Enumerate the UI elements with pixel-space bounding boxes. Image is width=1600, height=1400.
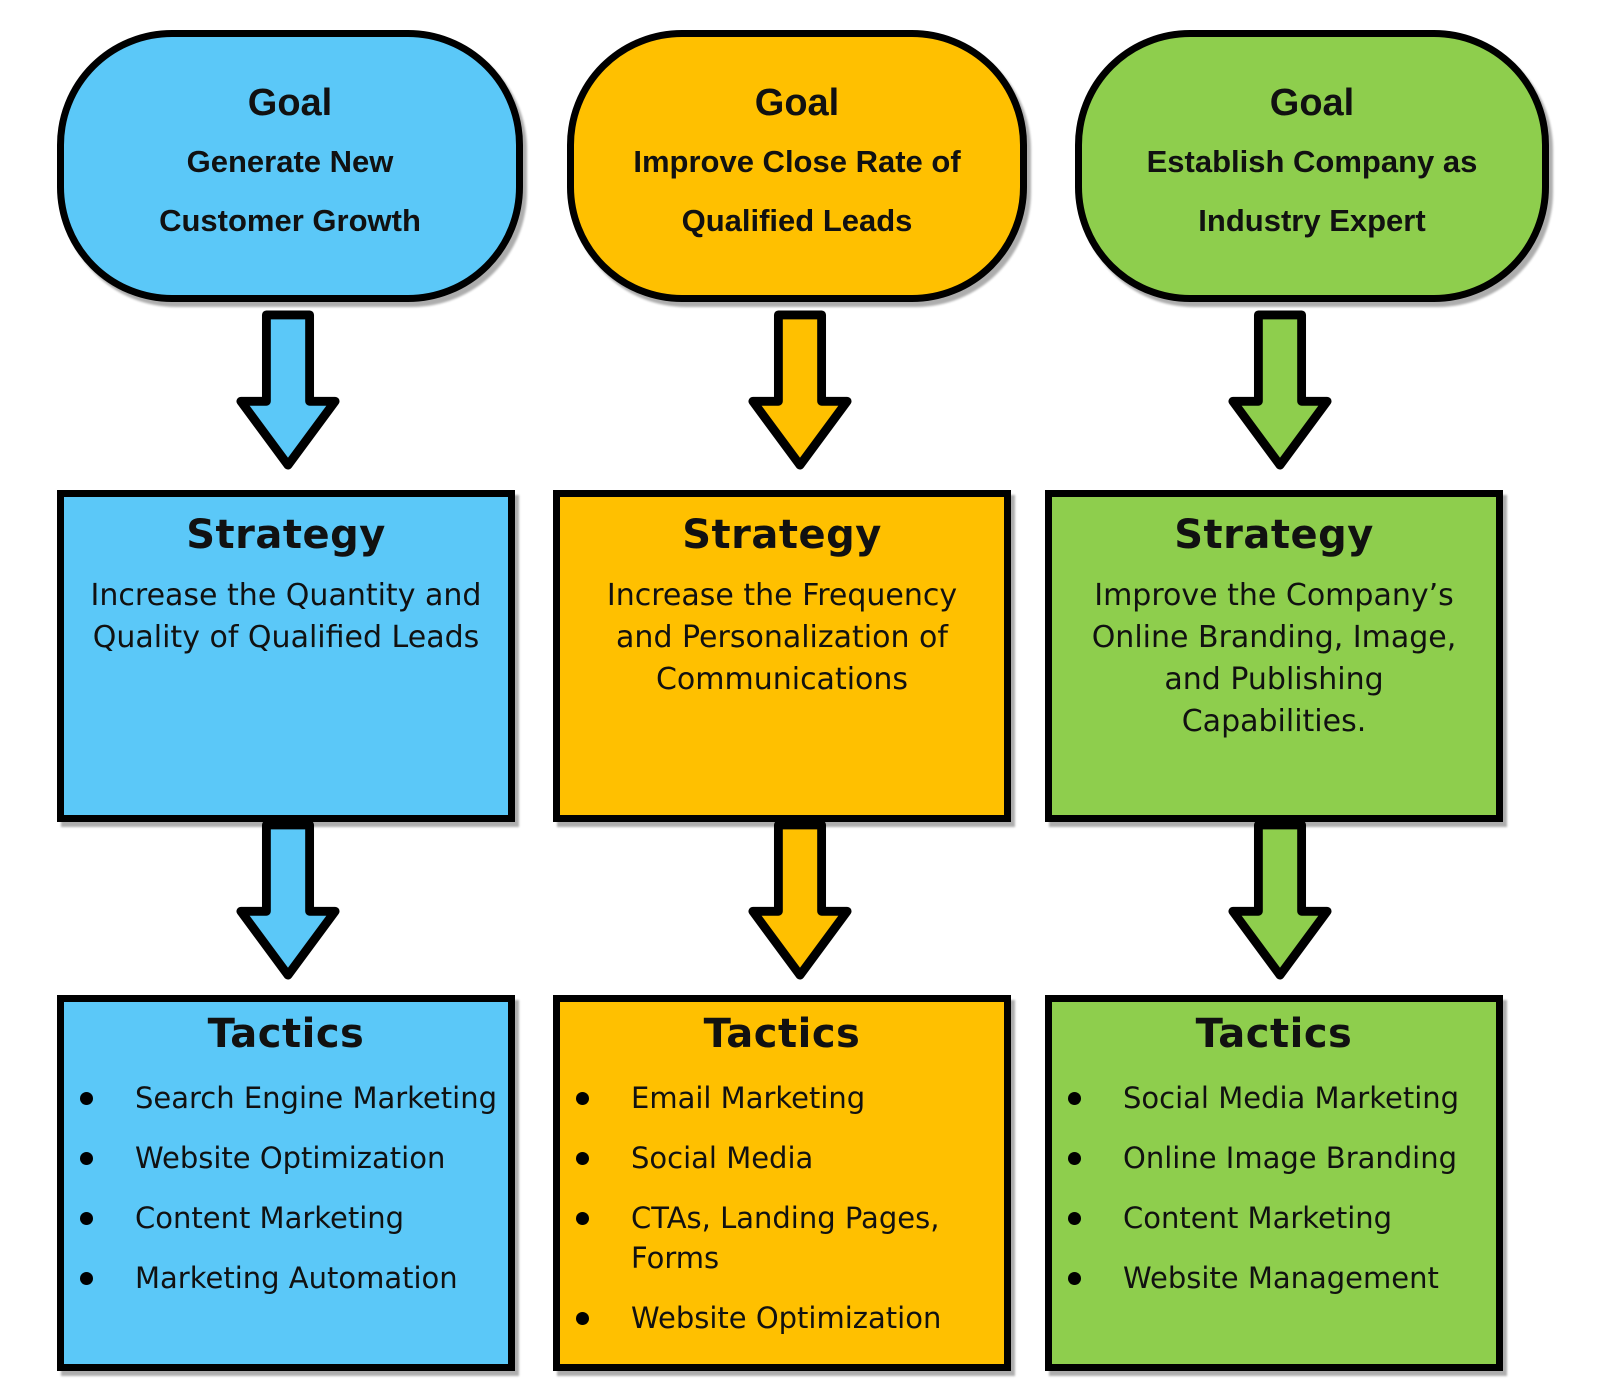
goal-to-strategy-arrow-icon (1228, 310, 1332, 470)
tactics-item-label: Website Management (1123, 1261, 1439, 1296)
tactics-item: Marketing Automation (80, 1258, 502, 1298)
strategy-title: Strategy (1174, 512, 1374, 558)
tactics-list: Search Engine Marketing Website Optimiza… (64, 1078, 508, 1298)
strategy-box: Strategy Improve the Company’s Online Br… (1045, 490, 1503, 822)
tactics-item: Content Marketing (80, 1198, 502, 1238)
strategy-body: Increase the Frequency and Personalizati… (560, 575, 1004, 701)
goal-to-strategy-arrow-icon (236, 310, 340, 470)
tactics-box: Tactics Social Media Marketing Online Im… (1045, 995, 1503, 1371)
column-blue: Goal Generate New Customer Growth Strate… (57, 0, 523, 1400)
bullet-icon (576, 1152, 589, 1166)
tactics-box: Tactics Search Engine Marketing Website … (57, 995, 515, 1371)
bullet-icon (1068, 1212, 1081, 1226)
tactics-item: Social Media (576, 1138, 998, 1178)
tactics-item-label: Marketing Automation (135, 1261, 458, 1296)
goal-bubble: Goal Improve Close Rate of Qualified Lea… (567, 30, 1027, 302)
goal-subtitle-line: Generate New (186, 143, 394, 179)
strategy-body-line: Increase the Frequency (606, 578, 958, 613)
goal-bubble: Goal Generate New Customer Growth (57, 30, 523, 302)
strategy-body-line: Communications (655, 662, 909, 697)
strategy-body-line: Increase the Quantity and (90, 578, 482, 613)
strategy-title: Strategy (682, 512, 882, 558)
strategy-title: Strategy (186, 512, 386, 558)
tactics-item-label: Social Media (631, 1141, 814, 1176)
tactics-item: Search Engine Marketing (80, 1078, 502, 1118)
strategy-body: Increase the Quantity and Quality of Qua… (64, 575, 508, 659)
tactics-item-label: Email Marketing (631, 1081, 866, 1115)
tactics-item-label: Social Media Marketing (1123, 1081, 1460, 1115)
strategy-to-tactics-arrow-icon (1228, 820, 1332, 980)
tactics-item-label: Website Optimization (631, 1301, 942, 1336)
bullet-icon (576, 1212, 589, 1226)
tactics-item: Website Optimization (576, 1298, 998, 1338)
goal-to-strategy-arrow-icon (748, 310, 852, 470)
tactics-item-label: CTAs, Landing Pages, Forms (631, 1201, 940, 1276)
tactics-list: Email Marketing Social Media CTAs, Landi… (560, 1078, 1004, 1338)
column-green: Goal Establish Company as Industry Exper… (1045, 0, 1549, 1400)
bullet-icon (576, 1312, 589, 1326)
goal-title: Goal (754, 82, 840, 125)
goal-subtitle-line: Qualified Leads (681, 202, 913, 238)
goal-title: Goal (1269, 82, 1355, 125)
tactics-title: Tactics (703, 1011, 861, 1057)
tactics-item-label: Content Marketing (135, 1201, 405, 1236)
column-orange: Goal Improve Close Rate of Qualified Lea… (553, 0, 1027, 1400)
strategy-box: Strategy Increase the Quantity and Quali… (57, 490, 515, 822)
tactics-item-label: Search Engine Marketing (135, 1081, 497, 1115)
strategy-body: Improve the Company’s Online Branding, I… (1052, 575, 1496, 743)
strategy-to-tactics-arrow-icon (236, 820, 340, 980)
goal-subtitle-line: Improve Close Rate of (633, 143, 961, 179)
bullet-icon (80, 1152, 93, 1166)
bullet-icon (80, 1272, 93, 1286)
bullet-icon (1068, 1092, 1081, 1105)
strategy-body-line: and Personalization of (616, 620, 948, 655)
goal-bubble: Goal Establish Company as Industry Exper… (1075, 30, 1549, 302)
tactics-item: CTAs, Landing Pages, Forms (576, 1198, 998, 1278)
tactics-item: Online Image Branding (1068, 1138, 1490, 1178)
bullet-icon (80, 1092, 93, 1105)
tactics-item-label: Online Image Branding (1123, 1141, 1458, 1176)
tactics-item: Website Optimization (80, 1138, 502, 1178)
bullet-icon (576, 1092, 589, 1105)
strategy-box: Strategy Increase the Frequency and Pers… (553, 490, 1011, 822)
tactics-item-label: Content Marketing (1123, 1201, 1393, 1236)
goal-subtitle-line: Industry Expert (1198, 202, 1426, 238)
goal-subtitle-line: Customer Growth (159, 202, 421, 238)
tactics-list: Social Media Marketing Online Image Bran… (1052, 1078, 1496, 1298)
strategy-body-line: and Publishing (1164, 662, 1384, 697)
strategy-body-line: Improve the Company’s (1094, 578, 1454, 613)
bullet-icon (80, 1212, 93, 1226)
strategy-body-line: Quality of Qualified Leads (92, 620, 480, 655)
strategy-body-line: Capabilities. (1181, 704, 1367, 739)
strategy-body-line: Online Branding, Image, (1091, 620, 1457, 655)
tactics-item: Website Management (1068, 1258, 1490, 1298)
tactics-item: Content Marketing (1068, 1198, 1490, 1238)
goal-subtitle-line: Establish Company as (1146, 143, 1478, 179)
bullet-icon (1068, 1272, 1081, 1286)
strategy-to-tactics-arrow-icon (748, 820, 852, 980)
tactics-title: Tactics (207, 1011, 365, 1057)
bullet-icon (1068, 1152, 1081, 1166)
tactics-item-label: Website Optimization (135, 1141, 446, 1176)
tactics-box: Tactics Email Marketing Social Media CTA… (553, 995, 1011, 1371)
tactics-item: Email Marketing (576, 1078, 998, 1118)
goal-title: Goal (247, 82, 333, 125)
tactics-title: Tactics (1195, 1011, 1353, 1057)
tactics-item: Social Media Marketing (1068, 1078, 1490, 1118)
